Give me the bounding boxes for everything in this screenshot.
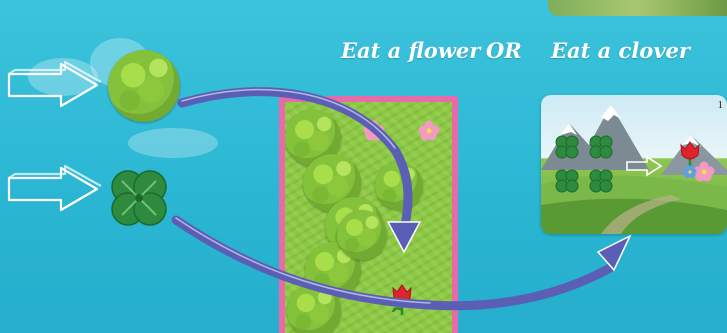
scene-card[interactable]: 1 [541,95,727,234]
page-number: 1 [718,99,724,111]
arrow-outline-icon [625,155,663,177]
flower-icon [683,165,697,179]
clover-group-icon [551,131,621,201]
